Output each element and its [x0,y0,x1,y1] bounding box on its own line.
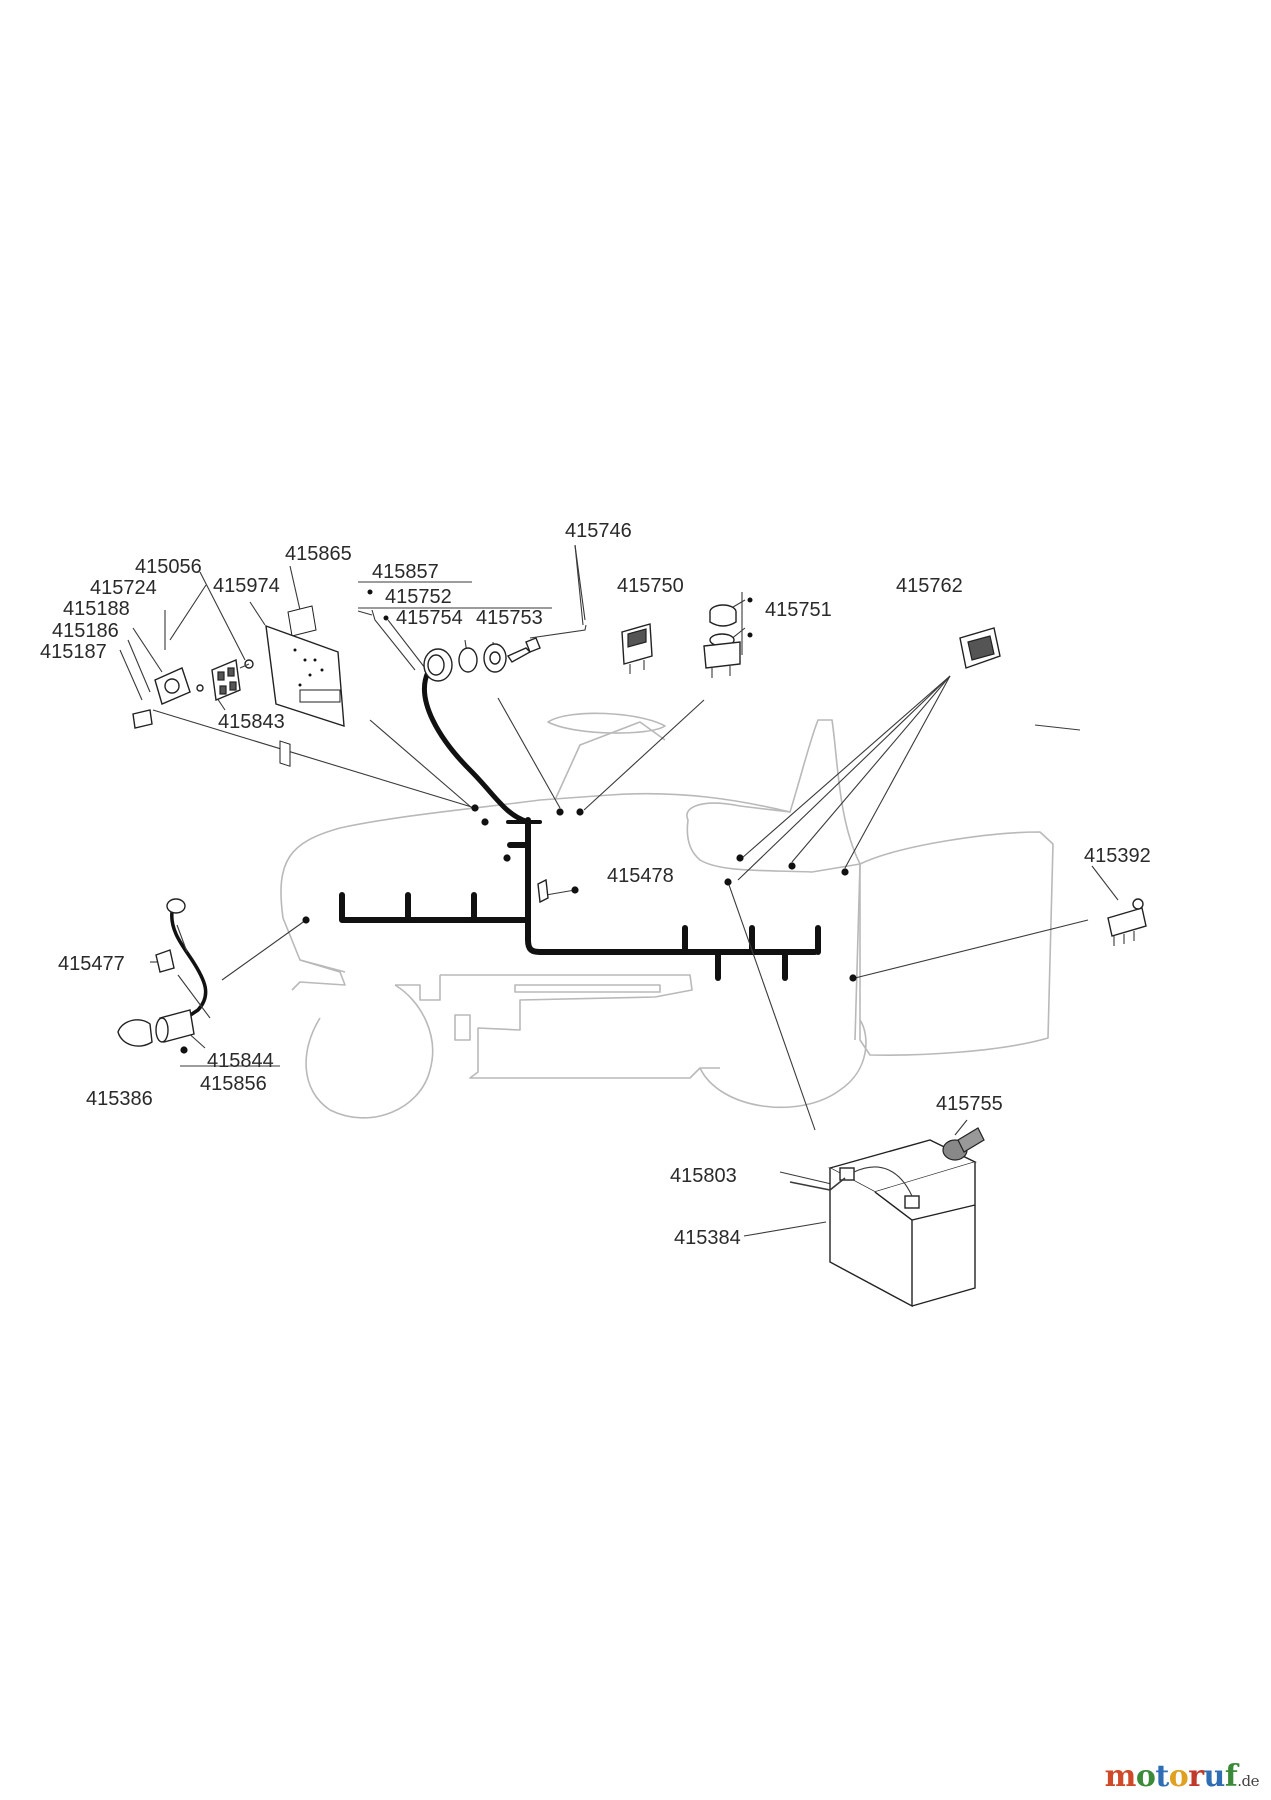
wiring-harness [170,669,821,1020]
label-415188: 415188 [63,598,130,620]
microswitch-415392 [1107,898,1147,946]
fuse-415187 [132,709,153,729]
label-415751: 415751 [765,599,832,621]
logo-letter: m [1104,1759,1137,1794]
motoruf-logo: motoruf.de [1104,1759,1260,1794]
gauge-415188 [154,667,191,705]
label-415754: 415754 [396,607,463,629]
label-415392: 415392 [1084,845,1151,867]
label-415857: 415857 [372,561,439,583]
logo-letter: t [1155,1759,1169,1794]
logo-letter: u [1203,1759,1226,1794]
label-415478: 415478 [607,865,674,887]
label-415746: 415746 [565,520,632,542]
screw-415724 [196,684,204,692]
logo-letter: o [1135,1759,1156,1794]
label-415752: 415752 [385,586,452,608]
label-415753: 415753 [476,607,543,629]
label-415056: 415056 [135,556,202,578]
lamp-415844 [155,1009,195,1043]
panel-board-415974 [265,624,345,767]
connection-dots [180,589,857,1054]
label-415386: 415386 [86,1088,153,1110]
label-415803: 415803 [670,1165,737,1187]
switch-415751 [703,604,741,678]
battery-415384 [828,1139,977,1308]
label-415750: 415750 [617,575,684,597]
switch-415750 [621,623,653,674]
logo-suffix: .de [1237,1772,1259,1790]
label-415477: 415477 [58,953,125,975]
label-415843: 415843 [218,711,285,733]
logo-letter: r [1188,1759,1204,1794]
label-415755: 415755 [936,1093,1003,1115]
label-415384: 415384 [674,1227,741,1249]
label-415186: 415186 [52,620,119,642]
bulb-415386 [117,1019,153,1047]
key-415746 [506,637,541,663]
label-415844: 415844 [207,1050,274,1072]
tractor-outline [280,712,1054,1119]
screw-415056 [239,659,254,669]
clip-415478 [537,878,549,904]
grommet-415477 [155,949,175,973]
part-drawings [117,604,1147,1308]
label-415724: 415724 [90,577,157,599]
switch-415762 [959,627,1001,669]
label-415865: 415865 [285,543,352,565]
cover-415755 [942,1127,985,1161]
part-labels: 415746 415865 415056 415857 415974 41572… [40,520,1151,1249]
plug-connector [166,898,186,914]
leader-lines [119,544,1119,1237]
label-415762: 415762 [896,575,963,597]
logo-letter: o [1168,1759,1189,1794]
logo-letter: f [1224,1759,1238,1794]
decal-415865 [287,605,317,637]
module-415843 [211,659,241,701]
label-415856: 415856 [200,1073,267,1095]
label-415187: 415187 [40,641,107,663]
ignition-415857 [423,643,507,682]
cable-415803 [789,1177,846,1191]
label-415974: 415974 [213,575,280,597]
